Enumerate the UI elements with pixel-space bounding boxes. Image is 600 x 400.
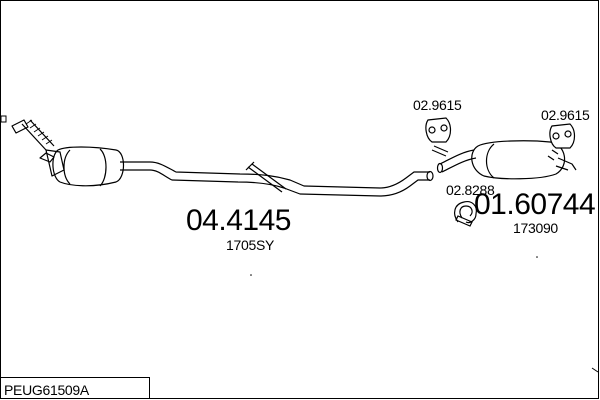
middle-pipe-end <box>426 170 434 182</box>
front-sub-label: 1705SY <box>226 237 275 253</box>
inlet-hanger-rod <box>431 145 449 157</box>
flex-pipe-ribs <box>25 119 53 145</box>
rubber-hanger-right[interactable] <box>549 123 576 149</box>
middle-pipe-bottom <box>120 169 430 197</box>
hanger-left-hole-2 <box>440 124 448 132</box>
rear-inlet-pipe <box>439 149 477 173</box>
middle-pipe-top <box>120 161 430 189</box>
catalyst-seam <box>63 149 71 185</box>
hanger-left-hole-1 <box>428 126 436 134</box>
drawing-code: PEUG61509A <box>4 382 89 398</box>
middle-hanger-tip <box>245 161 255 171</box>
rear-part-number: 01.60744 <box>474 188 596 221</box>
front-pipe-section[interactable] <box>11 119 434 197</box>
drawing-code-box: PEUG61509A <box>0 377 150 399</box>
front-part-number: 04.4145 <box>186 204 291 237</box>
muffler-hanger-pins <box>547 149 559 161</box>
hanger-right-part-number: 02.9615 <box>541 107 590 123</box>
edge-tick <box>591 367 599 373</box>
rear-sub-label: 173090 <box>513 220 558 236</box>
hanger-left-body <box>425 117 452 143</box>
dot-mark <box>250 274 252 276</box>
clamp-part-number: 02.8288 <box>446 182 495 198</box>
rear-muffler <box>471 140 566 180</box>
dot-mark <box>536 256 538 258</box>
hanger-right-hole-2 <box>564 130 572 138</box>
catalyst-seam-2 <box>99 148 107 187</box>
front-flange <box>11 119 29 134</box>
pipe-clamp[interactable] <box>454 201 477 227</box>
edge-marker <box>0 115 7 123</box>
middle-hanger-rod <box>247 163 287 193</box>
hanger-right-body <box>549 123 576 149</box>
rear-inlet-end <box>436 162 444 174</box>
rubber-hanger-left[interactable] <box>425 117 452 143</box>
tail-pipe <box>555 157 577 171</box>
clamp-band-outer <box>454 201 477 224</box>
clamp-bolt <box>455 215 473 227</box>
rear-muffler-seam <box>485 143 495 179</box>
hanger-right-hole-1 <box>552 132 560 140</box>
clamp-band-inner <box>459 205 473 219</box>
catalytic-converter <box>52 146 125 187</box>
hanger-left-part-number: 02.9615 <box>413 97 462 113</box>
rear-silencer-section[interactable] <box>431 140 577 180</box>
